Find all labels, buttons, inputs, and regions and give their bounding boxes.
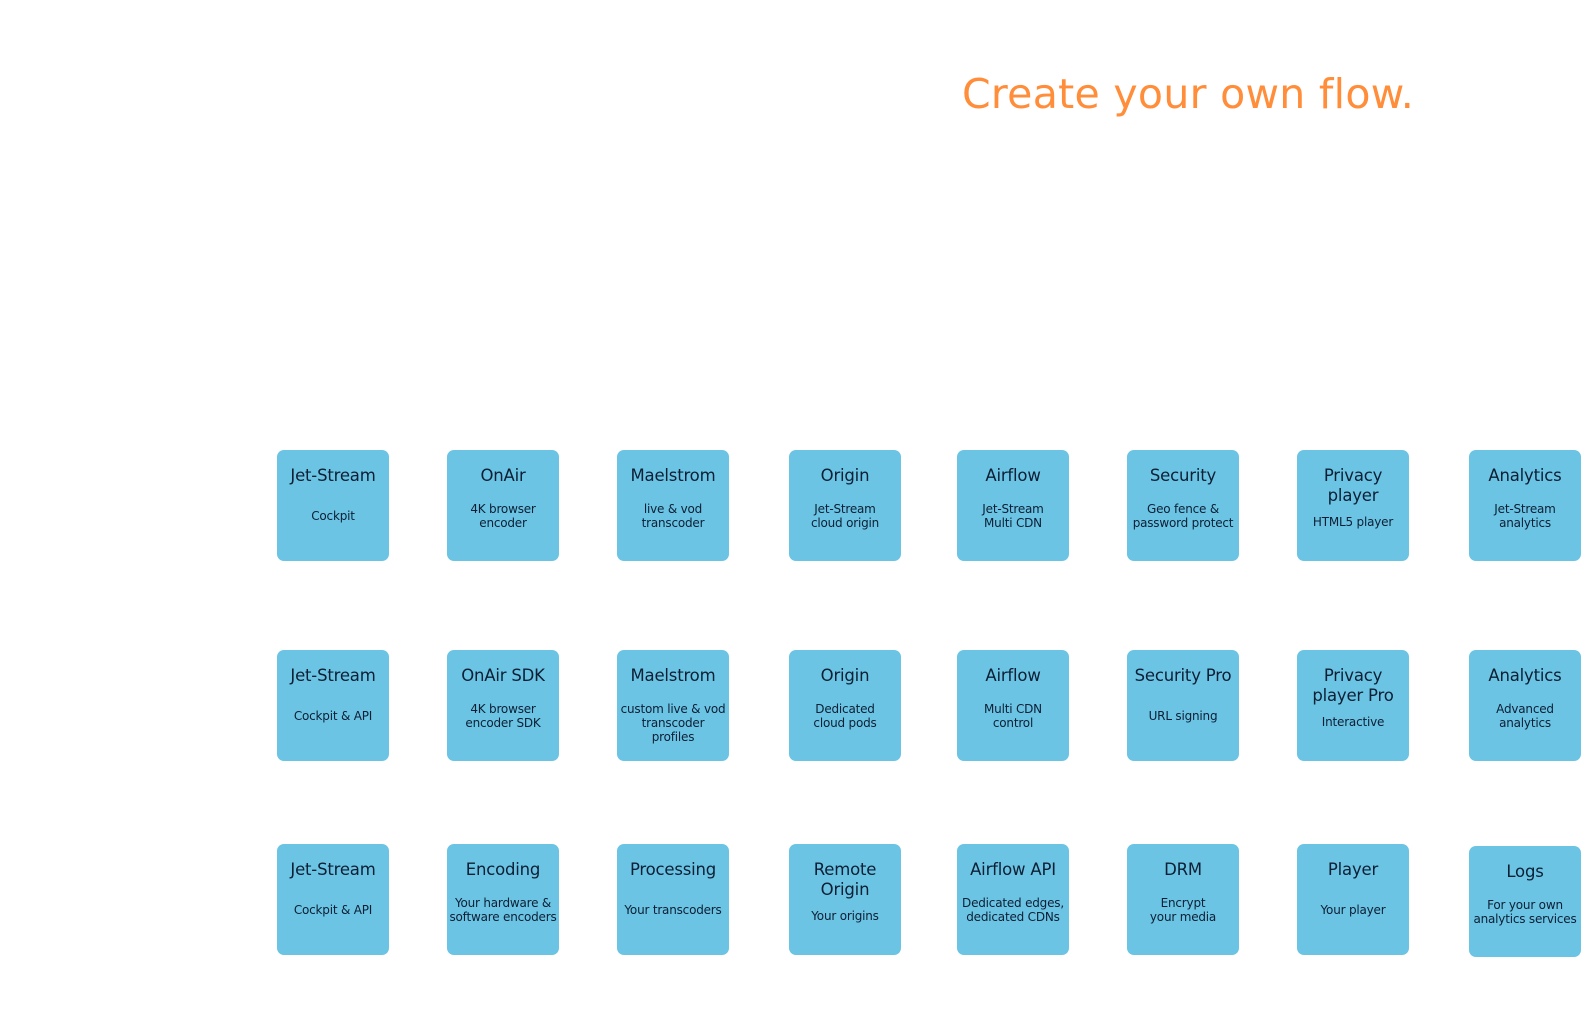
tile-subtitle: Interactive (1321, 715, 1385, 729)
tile-airflow[interactable]: Airflow Jet-Stream Multi CDN (957, 450, 1069, 561)
tile-origin[interactable]: Origin Jet-Stream cloud origin (789, 450, 901, 561)
tile-title: Remote Origin (813, 860, 877, 899)
tile-processing[interactable]: Processing Your transcoders (617, 844, 729, 955)
tile-title: Security Pro (1134, 666, 1232, 685)
tile-remote-origin[interactable]: Remote Origin Your origins (789, 844, 901, 955)
tile-encoding[interactable]: Encoding Your hardware & software encode… (447, 844, 559, 955)
tile-maelstrom[interactable]: Maelstrom live & vod transcoder (617, 450, 729, 561)
tile-subtitle: Jet-Stream Multi CDN (982, 502, 1044, 530)
tile-subtitle: Cockpit (311, 509, 355, 523)
tile-privacy-player[interactable]: Privacy player HTML5 player (1297, 450, 1409, 561)
tile-jet-stream-cockpit-api-2[interactable]: Jet-Stream Cockpit & API (277, 844, 389, 955)
tile-airflow-control[interactable]: Airflow Multi CDN control (957, 650, 1069, 761)
tile-onair-sdk[interactable]: OnAir SDK 4K browser encoder SDK (447, 650, 559, 761)
tile-title: Airflow API (970, 860, 1056, 879)
tile-title: DRM (1164, 860, 1202, 879)
tile-title: OnAir SDK (461, 666, 545, 685)
tile-subtitle: Dedicated edges, dedicated CDNs (962, 896, 1064, 924)
tile-title: Analytics (1488, 666, 1562, 685)
tile-logs[interactable]: Logs For your own analytics services (1469, 846, 1581, 957)
tile-security[interactable]: Security Geo fence & password protect (1127, 450, 1239, 561)
tile-title: Origin (820, 466, 870, 485)
tile-player[interactable]: Player Your player (1297, 844, 1409, 955)
tile-subtitle: Your hardware & software encoders (449, 896, 557, 924)
tile-drm[interactable]: DRM Encrypt your media (1127, 844, 1239, 955)
tile-subtitle: Cockpit & API (293, 903, 373, 917)
tile-jet-stream-cockpit-api[interactable]: Jet-Stream Cockpit & API (277, 650, 389, 761)
tile-title: Jet-Stream (290, 466, 376, 485)
tile-title: OnAir (480, 466, 526, 485)
tile-title: Processing (629, 860, 717, 879)
tile-airflow-api[interactable]: Airflow API Dedicated edges, dedicated C… (957, 844, 1069, 955)
tile-subtitle: Your transcoders (624, 903, 722, 917)
tile-title: Privacy player Pro (1312, 666, 1394, 705)
tile-subtitle: Jet-Stream analytics (1494, 502, 1556, 530)
tile-subtitle: custom live & vod transcoder profiles (620, 702, 726, 744)
tile-subtitle: 4K browser encoder (470, 502, 536, 530)
tile-subtitle: Multi CDN control (984, 702, 1042, 730)
tile-title: Maelstrom (630, 466, 716, 485)
tile-subtitle: Jet-Stream cloud origin (810, 502, 880, 530)
tile-title: Maelstrom (630, 666, 716, 685)
tile-subtitle: Advanced analytics (1496, 702, 1554, 730)
tile-subtitle: Your origins (811, 909, 879, 923)
tile-origin-dedicated[interactable]: Origin Dedicated cloud pods (789, 650, 901, 761)
tile-privacy-player-pro[interactable]: Privacy player Pro Interactive (1297, 650, 1409, 761)
tile-title: Airflow (985, 466, 1041, 485)
tile-title: Security (1149, 466, 1217, 485)
tile-title: Analytics (1488, 466, 1562, 485)
tile-title: Privacy player (1323, 466, 1383, 505)
tile-title: Origin (820, 666, 870, 685)
tile-onair[interactable]: OnAir 4K browser encoder (447, 450, 559, 561)
tile-maelstrom-custom[interactable]: Maelstrom custom live & vod transcoder p… (617, 650, 729, 761)
tile-subtitle: Encrypt your media (1149, 896, 1217, 924)
tile-analytics[interactable]: Analytics Jet-Stream analytics (1469, 450, 1581, 561)
tile-subtitle: HTML5 player (1312, 515, 1394, 529)
tile-jet-stream-cockpit[interactable]: Jet-Stream Cockpit (277, 450, 389, 561)
tile-subtitle: URL signing (1148, 709, 1218, 723)
tile-subtitle: Geo fence & password protect (1132, 502, 1234, 530)
tile-title: Jet-Stream (290, 666, 376, 685)
tile-security-pro[interactable]: Security Pro URL signing (1127, 650, 1239, 761)
tile-title: Encoding (465, 860, 541, 879)
page-headline: Create your own flow. (962, 70, 1415, 118)
tile-title: Logs (1506, 862, 1544, 881)
tile-analytics-advanced[interactable]: Analytics Advanced analytics (1469, 650, 1581, 761)
tile-subtitle: live & vod transcoder (641, 502, 705, 530)
tile-subtitle: 4K browser encoder SDK (465, 702, 541, 730)
tile-title: Jet-Stream (290, 860, 376, 879)
tile-subtitle: Cockpit & API (293, 709, 373, 723)
tile-subtitle: Your player (1320, 903, 1386, 917)
tile-title: Player (1327, 860, 1379, 879)
tile-title: Airflow (985, 666, 1041, 685)
tile-subtitle: For your own analytics services (1473, 898, 1577, 926)
tile-subtitle: Dedicated cloud pods (813, 702, 877, 730)
